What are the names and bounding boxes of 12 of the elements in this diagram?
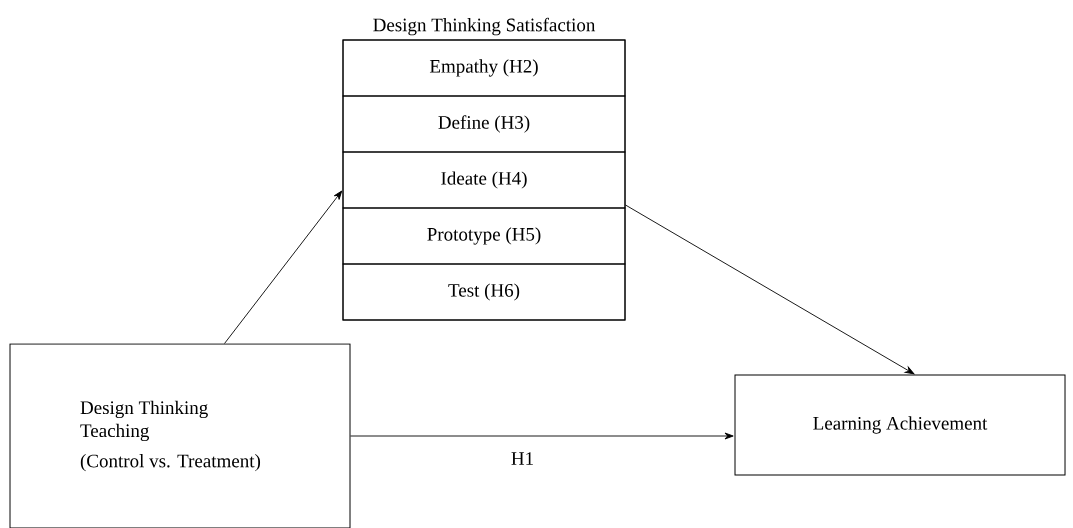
table-row: Define (H3)	[342, 95, 626, 153]
process-box: Design Thinking Teaching (Control vs. Treatment)	[9, 343, 351, 528]
arrow	[625, 204, 915, 375]
edge-label: H1	[508, 450, 537, 467]
table-row: Empathy (H2)	[342, 39, 626, 97]
process-box: Learning Achievement	[734, 374, 1066, 476]
arrow	[224, 190, 343, 344]
table-row: Test (H6)	[342, 263, 626, 321]
arrow	[350, 432, 734, 440]
node-label: Design Thinking Satisfaction	[373, 17, 596, 36]
table-row: Prototype (H5)	[342, 207, 626, 265]
table-row: Ideate (H4)	[342, 151, 626, 209]
